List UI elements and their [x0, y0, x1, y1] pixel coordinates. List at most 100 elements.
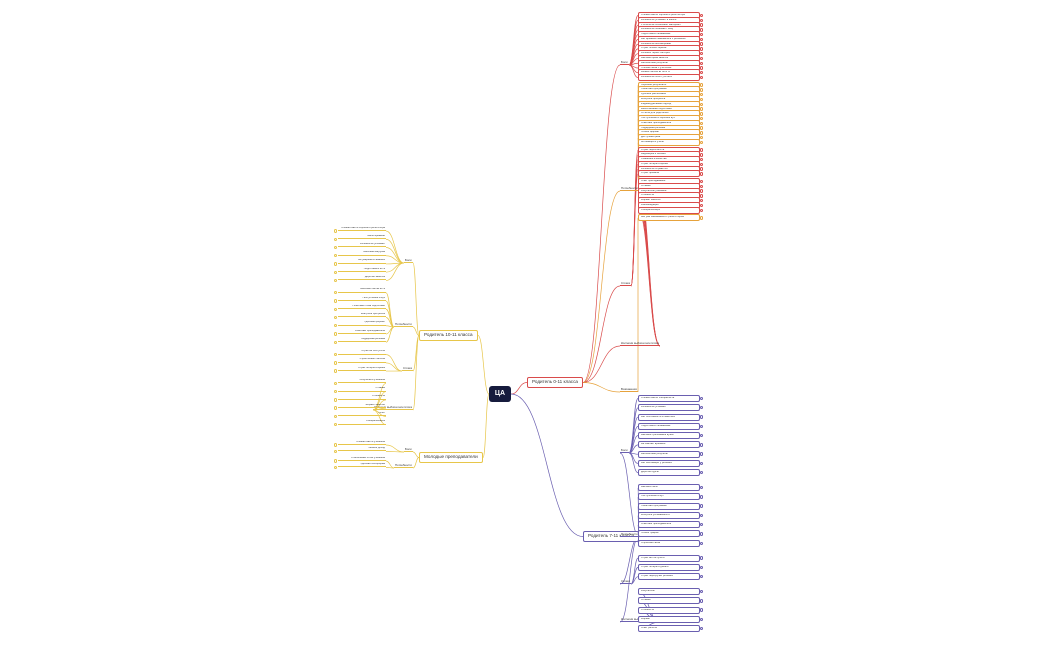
main-branch-parents-7-11-group-0-leaf-1-collapse-icon[interactable] — [699, 406, 704, 410]
main-branch-parents-7-11-group-3-leaf-3[interactable]: Формат — [638, 615, 700, 623]
main-branch-parents-7-11-group-1-leaf-1[interactable]: Поступление в вуз — [638, 493, 700, 501]
main-branch-parents-0-11-group-2-leaf-0-collapse-icon[interactable] — [699, 148, 704, 152]
main-branch-parents-10-11-group-1-leaf-6[interactable]: Поддержка ребенка — [338, 337, 386, 343]
main-branch-parents-10-11-group-3-leaf-0-collapse-icon[interactable] — [333, 381, 338, 386]
main-branch-parents-7-11-group-0-leaf-7[interactable]: Нет мотивации у ребенка — [638, 459, 700, 467]
main-branch-parents-10-11-group-0[interactable]: Боли — [404, 258, 413, 263]
main-branch-parents-7-11-group-1-leaf-3[interactable]: Контроль успеваемости — [638, 511, 700, 519]
main-branch-parents-7-11-group-3-leaf-2[interactable]: Стоимость — [638, 606, 700, 614]
main-branch-young-teachers-group-0-leaf-0-collapse-icon[interactable] — [333, 443, 338, 447]
main-branch-parents-10-11-group-2-leaf-0[interactable]: Страх не поступить — [338, 350, 386, 355]
main-branch-parents-7-11-group-3-leaf-3-collapse-icon[interactable] — [699, 617, 704, 622]
main-branch-parents-7-11-group-2-leaf-2[interactable]: Страх перегрузки ребенка — [638, 573, 700, 581]
main-branch-parents-10-11-group-0-leaf-2-collapse-icon[interactable] — [333, 245, 338, 250]
main-branch-parents-7-11-group-1-leaf-3-collapse-icon[interactable] — [699, 513, 704, 518]
main-branch-parents-0-11-group-0-leaf-11-collapse-icon[interactable] — [699, 66, 704, 70]
main-branch-parents-10-11-group-0-leaf-1[interactable]: Мало времени — [338, 234, 386, 240]
main-branch-parents-0-11-group-1[interactable]: Потребности — [620, 186, 639, 191]
main-branch-parents-10-11-group-1-leaf-0[interactable]: Высокие баллы ЕГЭ — [338, 288, 386, 293]
root-node[interactable]: ЦА — [489, 386, 511, 402]
main-branch-parents-10-11-group-1-leaf-0-collapse-icon[interactable] — [333, 291, 338, 295]
main-branch-parents-10-11-group-3-leaf-2-collapse-icon[interactable] — [333, 398, 338, 402]
main-branch-parents-0-11-group-0-leaf-3-collapse-icon[interactable] — [699, 28, 704, 32]
main-branch-parents-7-11-group-3-leaf-1[interactable]: Отзывы — [638, 597, 700, 605]
main-branch-parents-7-11-group-1-leaf-0[interactable]: Высокий балл — [638, 484, 700, 492]
main-branch-parents-10-11-group-0-leaf-4[interactable]: Не уверены в знаниях — [338, 259, 386, 264]
main-branch-parents-0-11-group-3-leaf-6[interactable]: Специализация — [638, 206, 700, 214]
main-branch-parents-7-11-group-1[interactable]: Потребности — [620, 532, 639, 537]
main-branch-parents-0-11-group-3-leaf-1-collapse-icon[interactable] — [699, 184, 704, 189]
main-branch-parents-7-11-group-3-leaf-0-collapse-icon[interactable] — [699, 589, 704, 594]
main-branch-parents-0-11-group-2[interactable]: Страхи — [620, 281, 632, 286]
main-branch-parents-10-11-group-3-leaf-4-collapse-icon[interactable] — [333, 414, 338, 419]
main-branch-parents-0-11-group-0-leaf-13[interactable]: Ребенок не хочет учиться — [638, 74, 700, 81]
main-branch-parents-0-11-group-0-leaf-1-collapse-icon[interactable] — [699, 18, 704, 22]
main-branch-parents-0-11-group-1-leaf-3-collapse-icon[interactable] — [699, 97, 704, 102]
main-branch-parents-10-11-group-3-leaf-1[interactable]: Отзывы — [338, 387, 386, 392]
main-branch-parents-10-11-group-0-leaf-2[interactable]: Ребенок не успевает — [338, 242, 386, 248]
main-branch-parents-7-11-group-0-leaf-0-collapse-icon[interactable] — [699, 396, 704, 401]
main-branch-parents-0-11-group-0-leaf-12-collapse-icon[interactable] — [699, 71, 704, 75]
main-branch-parents-7-11-group-1-leaf-6-collapse-icon[interactable] — [699, 541, 704, 545]
main-branch-parents-10-11-group-3-leaf-4[interactable]: Опыт — [338, 411, 386, 417]
main-branch-parents-0-11[interactable]: Родитель 0-11 класса — [527, 377, 583, 388]
main-branch-parents-10-11-group-0-leaf-3-collapse-icon[interactable] — [333, 254, 338, 258]
main-branch-parents-0-11-group-1-leaf-7-collapse-icon[interactable] — [699, 116, 704, 121]
main-branch-parents-7-11-group-1-leaf-0-collapse-icon[interactable] — [699, 485, 704, 490]
main-branch-parents-7-11-group-0-leaf-0[interactable]: Сложно найти специалиста — [638, 395, 700, 402]
main-branch-parents-0-11-group-1-leaf-5-collapse-icon[interactable] — [699, 107, 704, 111]
main-branch-parents-7-11-group-1-leaf-1-collapse-icon[interactable] — [699, 495, 704, 499]
main-branch-parents-0-11-group-0-leaf-10-collapse-icon[interactable] — [699, 61, 704, 65]
main-branch-parents-10-11-group-1-leaf-6-collapse-icon[interactable] — [333, 340, 338, 344]
main-branch-parents-10-11-group-0-leaf-4-collapse-icon[interactable] — [333, 262, 338, 266]
main-branch-parents-0-11-group-2-leaf-3-collapse-icon[interactable] — [699, 162, 704, 167]
main-branch-parents-7-11-group-3-leaf-2-collapse-icon[interactable] — [699, 608, 704, 612]
main-branch-parents-10-11-group-1-leaf-1[interactable]: Поступление в вуз — [338, 296, 386, 301]
main-branch-parents-0-11-group-0-leaf-8-collapse-icon[interactable] — [699, 51, 704, 56]
main-branch-parents-0-11-group-2-leaf-5[interactable]: Страх провала — [638, 170, 700, 178]
main-branch-parents-7-11-group-2-leaf-0-collapse-icon[interactable] — [699, 556, 704, 560]
main-branch-young-teachers-group-1-leaf-1[interactable]: Удобная платформа — [338, 462, 386, 468]
main-branch-parents-7-11-group-3-leaf-1-collapse-icon[interactable] — [699, 599, 704, 603]
main-branch-parents-10-11-group-1-leaf-4-collapse-icon[interactable] — [333, 324, 338, 328]
main-branch-parents-10-11-group-2-leaf-1-collapse-icon[interactable] — [333, 361, 338, 365]
main-branch-parents-7-11-group-1-leaf-6[interactable]: Обратная связь — [638, 539, 700, 547]
main-branch-young-teachers-group-0-leaf-0[interactable]: Сложно найти учеников — [338, 440, 386, 445]
main-branch-parents-10-11[interactable]: Родитель 10-11 класса — [419, 330, 478, 341]
main-branch-parents-10-11-group-2[interactable]: Страхи — [402, 366, 414, 371]
main-branch-parents-7-11-group-2-leaf-1-collapse-icon[interactable] — [699, 565, 704, 570]
main-branch-parents-10-11-group-1-leaf-3-collapse-icon[interactable] — [333, 315, 338, 320]
main-branch-parents-10-11-group-3-leaf-3-collapse-icon[interactable] — [333, 406, 338, 410]
main-branch-young-teachers-group-1-leaf-0[interactable]: Стабильный поток учеников — [338, 456, 386, 461]
main-branch-parents-7-11-group-0-leaf-3-collapse-icon[interactable] — [699, 424, 704, 429]
main-branch-young-teachers-group-0[interactable]: Боли — [404, 447, 413, 452]
main-branch-young-teachers-group-0-leaf-1[interactable]: Низкий доход — [338, 446, 386, 452]
main-branch-parents-10-11-group-1-leaf-5-collapse-icon[interactable] — [333, 332, 338, 336]
main-branch-parents-7-11-group-2-leaf-1[interactable]: Страх потерять деньги — [638, 563, 700, 571]
main-branch-parents-0-11-group-4[interactable]: Возражения — [620, 387, 638, 392]
main-branch-parents-0-11-group-1-leaf-12[interactable]: Мотивация к учебе — [638, 138, 700, 146]
main-branch-parents-7-11-group-2-leaf-2-collapse-icon[interactable] — [699, 574, 704, 579]
main-branch-parents-0-11-group-1-leaf-2-collapse-icon[interactable] — [699, 93, 704, 97]
main-branch-parents-7-11-group-0-leaf-3[interactable]: Подготовка к экзаменам — [638, 422, 700, 430]
main-branch-young-teachers-group-1[interactable]: Потребности — [394, 463, 413, 468]
main-branch-parents-7-11-group-0-leaf-2[interactable]: Нет системности в занятиях — [638, 413, 700, 421]
main-branch-parents-10-11-group-3-leaf-2[interactable]: Стоимость — [338, 395, 386, 400]
main-branch-parents-0-11-group-0-leaf-5-collapse-icon[interactable] — [699, 37, 704, 42]
main-branch-parents-7-11-group-0-leaf-8[interactable]: Дорогие курсы — [638, 469, 700, 477]
main-branch-parents-10-11-group-1-leaf-4[interactable]: Удобный формат — [338, 321, 386, 326]
main-branch-parents-0-11-group-0-leaf-0-collapse-icon[interactable] — [699, 13, 704, 18]
main-branch-parents-7-11-group-1-leaf-2[interactable]: Понятная программа — [638, 502, 700, 510]
main-branch-parents-0-11-group-1-leaf-9-collapse-icon[interactable] — [699, 126, 704, 130]
main-branch-parents-10-11-group-0-leaf-0[interactable]: Сложно найти хорошего репетитора — [338, 226, 386, 231]
main-branch-parents-0-11-group-0-leaf-2-collapse-icon[interactable] — [699, 23, 704, 27]
main-branch-parents-7-11-group-0-leaf-4[interactable]: Высокие требования вузов — [638, 432, 700, 440]
main-branch-parents-0-11-group-1-leaf-6-collapse-icon[interactable] — [699, 112, 704, 116]
main-branch-parents-10-11-group-2-leaf-0-collapse-icon[interactable] — [333, 352, 338, 357]
main-branch-parents-7-11-group-3-leaf-4[interactable]: Опыт работы — [638, 625, 700, 633]
main-branch-parents-0-11-group-3-leaf-0-collapse-icon[interactable] — [699, 179, 704, 184]
main-branch-parents-0-11-group-0[interactable]: Боли — [620, 60, 629, 65]
main-branch-parents-0-11-group-1-leaf-4-collapse-icon[interactable] — [699, 102, 704, 106]
main-branch-parents-0-11-group-1-leaf-8-collapse-icon[interactable] — [699, 121, 704, 126]
main-branch-parents-10-11-group-2-leaf-2[interactable]: Страх потерять время — [338, 366, 386, 372]
